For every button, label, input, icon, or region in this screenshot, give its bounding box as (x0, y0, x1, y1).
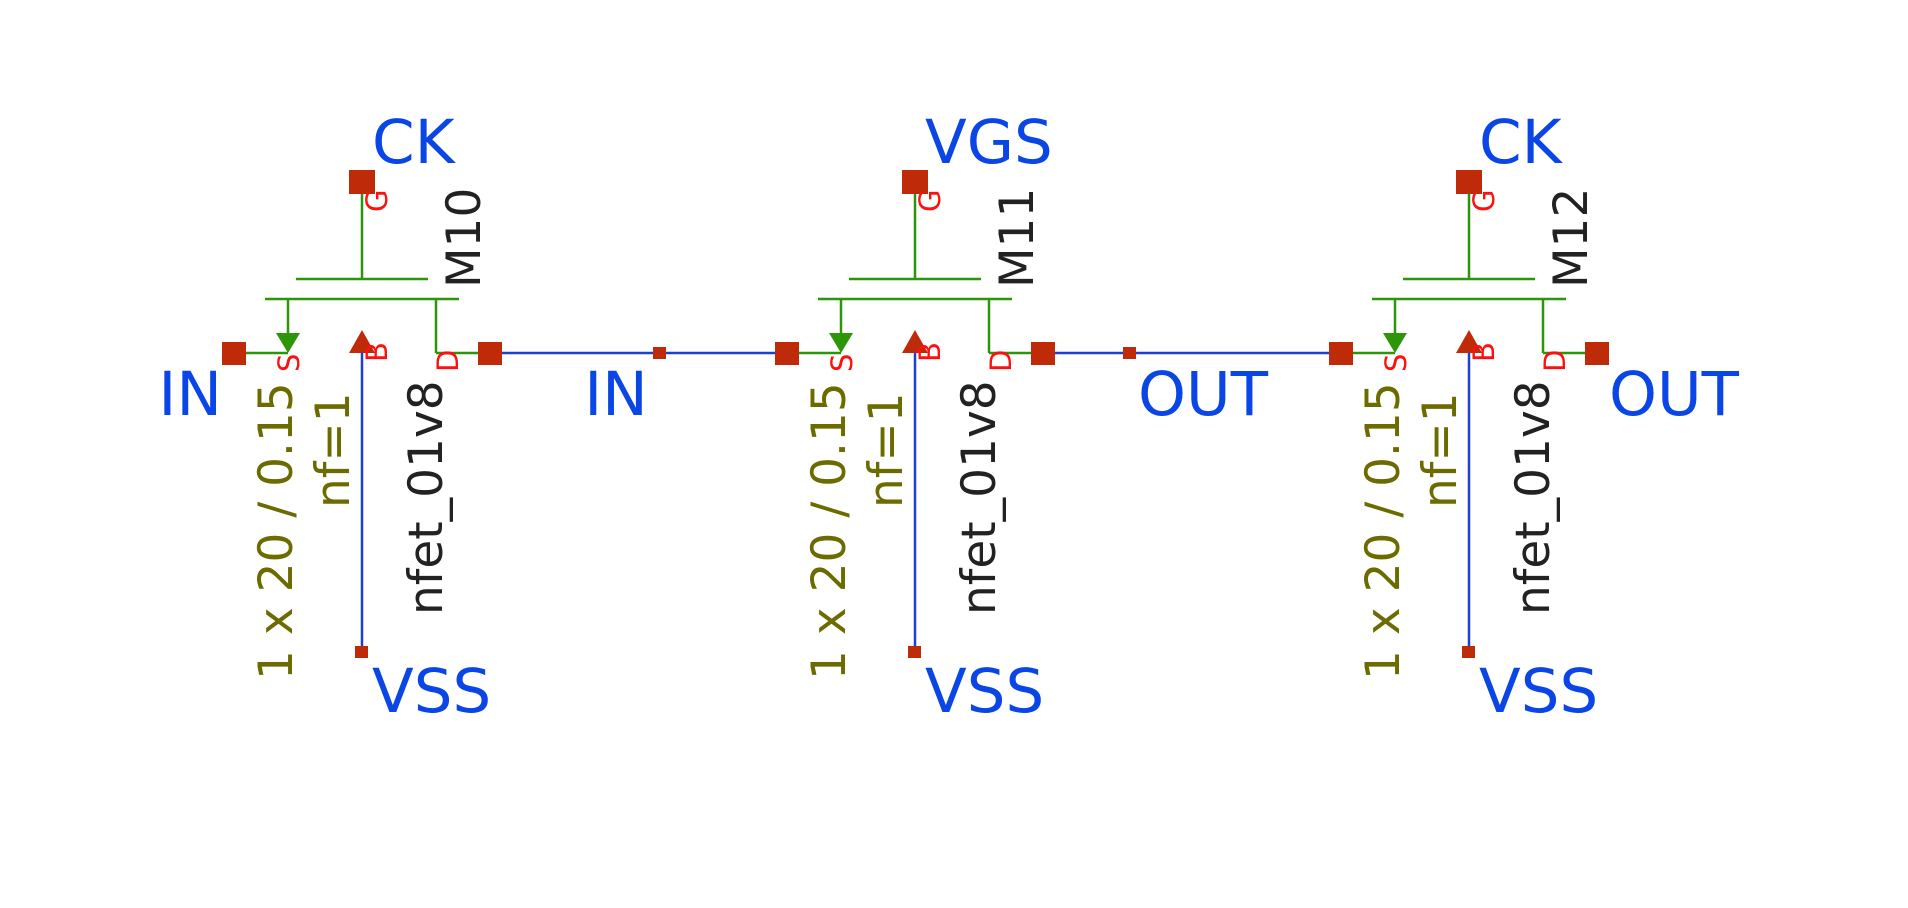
net-label-vgs-m11: VGS (925, 107, 1053, 178)
model-name-m10: nfet_01v8 (399, 380, 454, 615)
source-pin-m12 (1329, 342, 1353, 365)
net-label-out-right: OUT (1609, 359, 1740, 430)
pin-label-b-m11: B (913, 342, 947, 362)
size-param-m12: 1 x 20 / 0.15 (1356, 382, 1411, 680)
bulk-terminal-m10 (355, 646, 368, 658)
bulk-pin-m12 (1456, 330, 1482, 353)
pin-label-s-m10: S (272, 354, 306, 372)
bulk-pin-m10 (349, 330, 375, 353)
instance-name-m12: M12 (1544, 188, 1599, 288)
net-dot-in (653, 347, 666, 359)
fingers-param-m10: nf=1 (306, 392, 361, 508)
bulk-pin-m11 (902, 330, 928, 353)
drain-pin-m10 (478, 342, 502, 365)
bulk-terminal-m12 (1462, 646, 1475, 658)
size-param-m11: 1 x 20 / 0.15 (802, 382, 857, 680)
pin-label-s-m11: S (825, 354, 859, 372)
drain-pin-m12 (1585, 342, 1609, 365)
net-label-in-mid: IN (584, 359, 648, 430)
source-pin-m10 (222, 342, 246, 365)
model-name-m12: nfet_01v8 (1506, 380, 1561, 615)
gate-pin-m12 (1456, 170, 1482, 194)
pin-label-g-m12: G (1467, 190, 1501, 212)
bulk-terminal-m11 (908, 646, 921, 658)
net-dot-out (1123, 347, 1136, 359)
pin-label-d-m11: D (984, 350, 1018, 372)
net-label-vss-m12: VSS (1479, 656, 1598, 727)
labels: CK VGS CK IN IN OUT OUT VSS VSS VSS (158, 107, 1739, 727)
net-label-ck-m10: CK (372, 107, 457, 178)
net-label-ck-m12: CK (1479, 107, 1564, 178)
gate-pin-m11 (902, 170, 928, 194)
pin-label-d-m12: D (1538, 350, 1572, 372)
size-param-m10: 1 x 20 / 0.15 (249, 382, 304, 680)
fingers-param-m12: nf=1 (1413, 392, 1468, 508)
instance-name-m10: M10 (437, 188, 492, 288)
pin-label-b-m10: B (360, 342, 394, 362)
pin-label-b-m12: B (1467, 342, 1501, 362)
net-label-vss-m10: VSS (372, 656, 491, 727)
instance-name-m11: M11 (990, 188, 1045, 288)
source-pin-m11 (775, 342, 799, 365)
net-label-out-mid: OUT (1138, 359, 1269, 430)
pin-label-g-m11: G (913, 190, 947, 212)
pin-label-g-m10: G (360, 190, 394, 212)
net-label-in-left: IN (158, 359, 222, 430)
gate-pin-m10 (349, 170, 375, 194)
source-arrow-m10 (276, 333, 300, 353)
net-label-vss-m11: VSS (925, 656, 1044, 727)
model-name-m11: nfet_01v8 (952, 380, 1007, 615)
fingers-param-m11: nf=1 (859, 392, 914, 508)
pin-label-d-m10: D (431, 350, 465, 372)
junctions (653, 347, 1136, 359)
source-arrow-m12 (1383, 333, 1407, 353)
pin-label-s-m12: S (1379, 354, 1413, 372)
source-arrow-m11 (829, 333, 853, 353)
drain-pin-m11 (1031, 342, 1055, 365)
